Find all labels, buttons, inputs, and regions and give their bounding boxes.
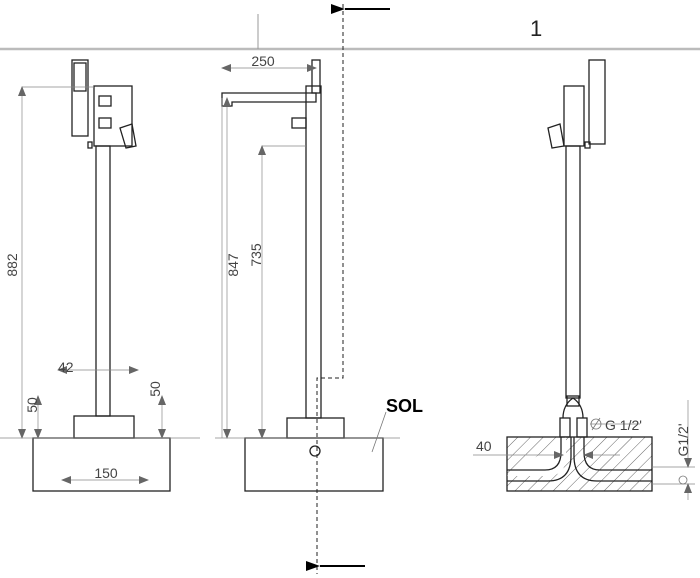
sheet-number: 1 bbox=[530, 16, 542, 41]
dim-pipe-spacing: 40 bbox=[476, 438, 492, 454]
dim-column-width: 42 bbox=[58, 359, 74, 375]
dim-spout-reach: 250 bbox=[251, 53, 275, 69]
dim-total-height-left: 882 bbox=[4, 253, 20, 277]
left-view: 882 42 50 50 150 bbox=[0, 59, 200, 492]
dim-spout-height: 735 bbox=[248, 243, 264, 267]
right-view: 40 G 1/2' G1/2' bbox=[473, 59, 695, 500]
dim-thread-side: G1/2' bbox=[675, 423, 691, 456]
dim-thread-top: G 1/2' bbox=[605, 417, 642, 433]
middle-view: 250 847 735 SOL bbox=[215, 53, 423, 492]
dim-base-height-left: 50 bbox=[24, 397, 40, 413]
section-cut-line bbox=[316, 4, 344, 574]
dim-base-width: 150 bbox=[94, 465, 118, 481]
dim-base-height-right: 50 bbox=[147, 381, 163, 397]
dim-total-height-middle: 847 bbox=[225, 253, 241, 277]
floor-label: SOL bbox=[386, 396, 423, 416]
